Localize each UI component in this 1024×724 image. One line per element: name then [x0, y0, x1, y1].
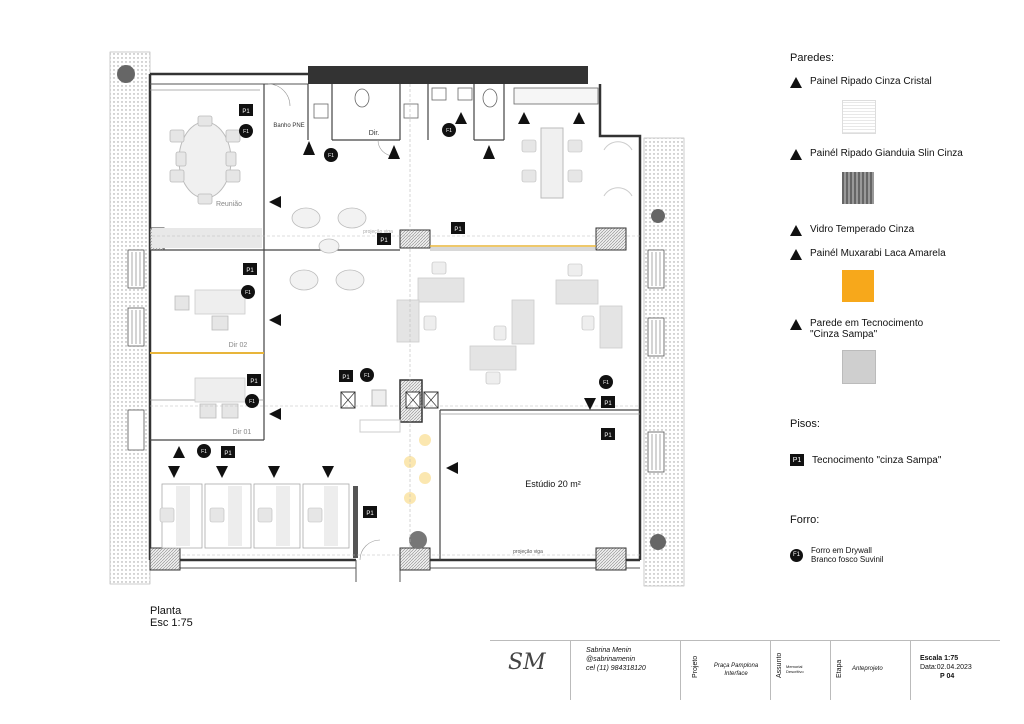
svg-text:F1: F1 — [243, 129, 249, 135]
legend-item: Painel Ripado Cinza Cristal — [790, 76, 1010, 88]
plan-caption-scale: Esc 1:75 — [150, 617, 193, 629]
wall-marker-icon — [790, 225, 802, 236]
legend-item: P1 Tecnocimento "cinza Sampa" — [790, 454, 1010, 466]
projeto-value: Praça Pamplona Interface — [713, 663, 759, 677]
plan-caption: Planta Esc 1:75 — [150, 605, 193, 629]
svg-text:P1: P1 — [604, 401, 612, 407]
svg-text:P1: P1 — [366, 511, 374, 517]
signature-logo: SM — [508, 650, 546, 675]
legend-item: Painél Ripado Gianduia Slin Cinza — [790, 148, 1010, 160]
wall-marker-icon — [790, 77, 802, 88]
room-label-dir02: Dir 02 — [229, 342, 248, 349]
svg-text:F1: F1 — [245, 290, 251, 296]
title-block: SM Sabrina Menin @sabrinamenin cel (11) … — [490, 640, 1000, 700]
svg-text:P1: P1 — [246, 268, 254, 274]
wall-marker-icon — [790, 319, 802, 330]
svg-text:P1: P1 — [380, 238, 388, 244]
plant — [409, 531, 427, 549]
swatch-ripado-cinza-cristal — [842, 100, 876, 134]
projeto-label: Projeto — [692, 655, 699, 678]
legend-item: Parede em Tecnocimento "Cinza Sampa" — [790, 318, 1010, 340]
svg-text:P1: P1 — [604, 433, 612, 439]
room-label-estudio: Estúdio 20 m² — [525, 479, 581, 489]
beam-note: projeção viga — [363, 229, 393, 235]
ceiling-tags: F1 F1 F1 F1 F1 F1 F1 F1 — [197, 123, 613, 458]
meeting-table — [178, 121, 232, 199]
svg-text:F1: F1 — [201, 449, 207, 455]
svg-text:F1: F1 — [364, 373, 370, 379]
wall-top-dark — [308, 66, 588, 84]
svg-text:F1: F1 — [446, 128, 452, 134]
floor-plan: Reunião Banho PNE Dir. Dir 02 Dir 01 Est… — [109, 51, 685, 587]
svg-text:P1: P1 — [250, 379, 258, 385]
wall-marker-icon — [790, 249, 802, 260]
room-label-dir: Dir. — [369, 130, 380, 137]
scale-date-page: Escala 1:75 Data:02.04.2023 P 04 — [920, 655, 972, 680]
ceiling-tag-icon: F1 — [790, 548, 803, 562]
long-table — [540, 127, 564, 199]
plan-caption-title: Planta — [150, 605, 182, 617]
legend-pisos-title: Pisos: — [790, 418, 820, 430]
svg-text:P1: P1 — [224, 451, 232, 457]
room-label-banho: Banho PNE — [273, 123, 304, 129]
svg-text:F1: F1 — [249, 399, 255, 405]
plant — [650, 534, 666, 550]
room-label-reuniao: Reunião — [216, 201, 242, 208]
plant — [117, 65, 135, 83]
author-info: Sabrina Menin @sabrinamenin cel (11) 984… — [586, 647, 646, 672]
legend-forro-title: Forro: — [790, 514, 820, 526]
assunto-label: Assunto — [776, 652, 783, 678]
balcony-right — [643, 137, 685, 587]
svg-text:P1: P1 — [342, 375, 350, 381]
legend-item: Vidro Temperado Cinza — [790, 224, 1010, 236]
room-label-dir01: Dir 01 — [233, 429, 252, 436]
assunto-value: Memorial Descritivo — [786, 664, 804, 674]
svg-text:P1: P1 — [242, 109, 250, 115]
svg-text:P1: P1 — [454, 227, 462, 233]
swatch-muxarabi-amarela — [842, 270, 874, 302]
svg-text:F1: F1 — [603, 380, 609, 386]
legend-item: F1 Forro em Drywall Branco fosco Suvinil — [790, 546, 1010, 564]
legend-paredes-title: Paredes: — [790, 52, 835, 64]
etapa-label: Etapa — [836, 659, 843, 678]
floor-tags: P1 P1 P1 P1 P1 P1 P1 P1 P1 P1 — [221, 104, 615, 518]
floor-tag-icon: P1 — [790, 454, 804, 466]
swatch-tecnocimento — [842, 350, 876, 384]
etapa-value: Anteprojeto — [852, 666, 883, 672]
wall-marker-icon — [790, 149, 802, 160]
legend: Paredes: Painel Ripado Cinza Cristal Pai… — [790, 52, 1010, 564]
beam-note: projeção viga — [513, 549, 543, 555]
legend-item: Painél Muxarabi Laca Amarela — [790, 248, 1010, 260]
plant — [651, 209, 665, 223]
svg-text:F1: F1 — [328, 153, 334, 159]
swatch-ripado-gianduia — [842, 172, 874, 204]
